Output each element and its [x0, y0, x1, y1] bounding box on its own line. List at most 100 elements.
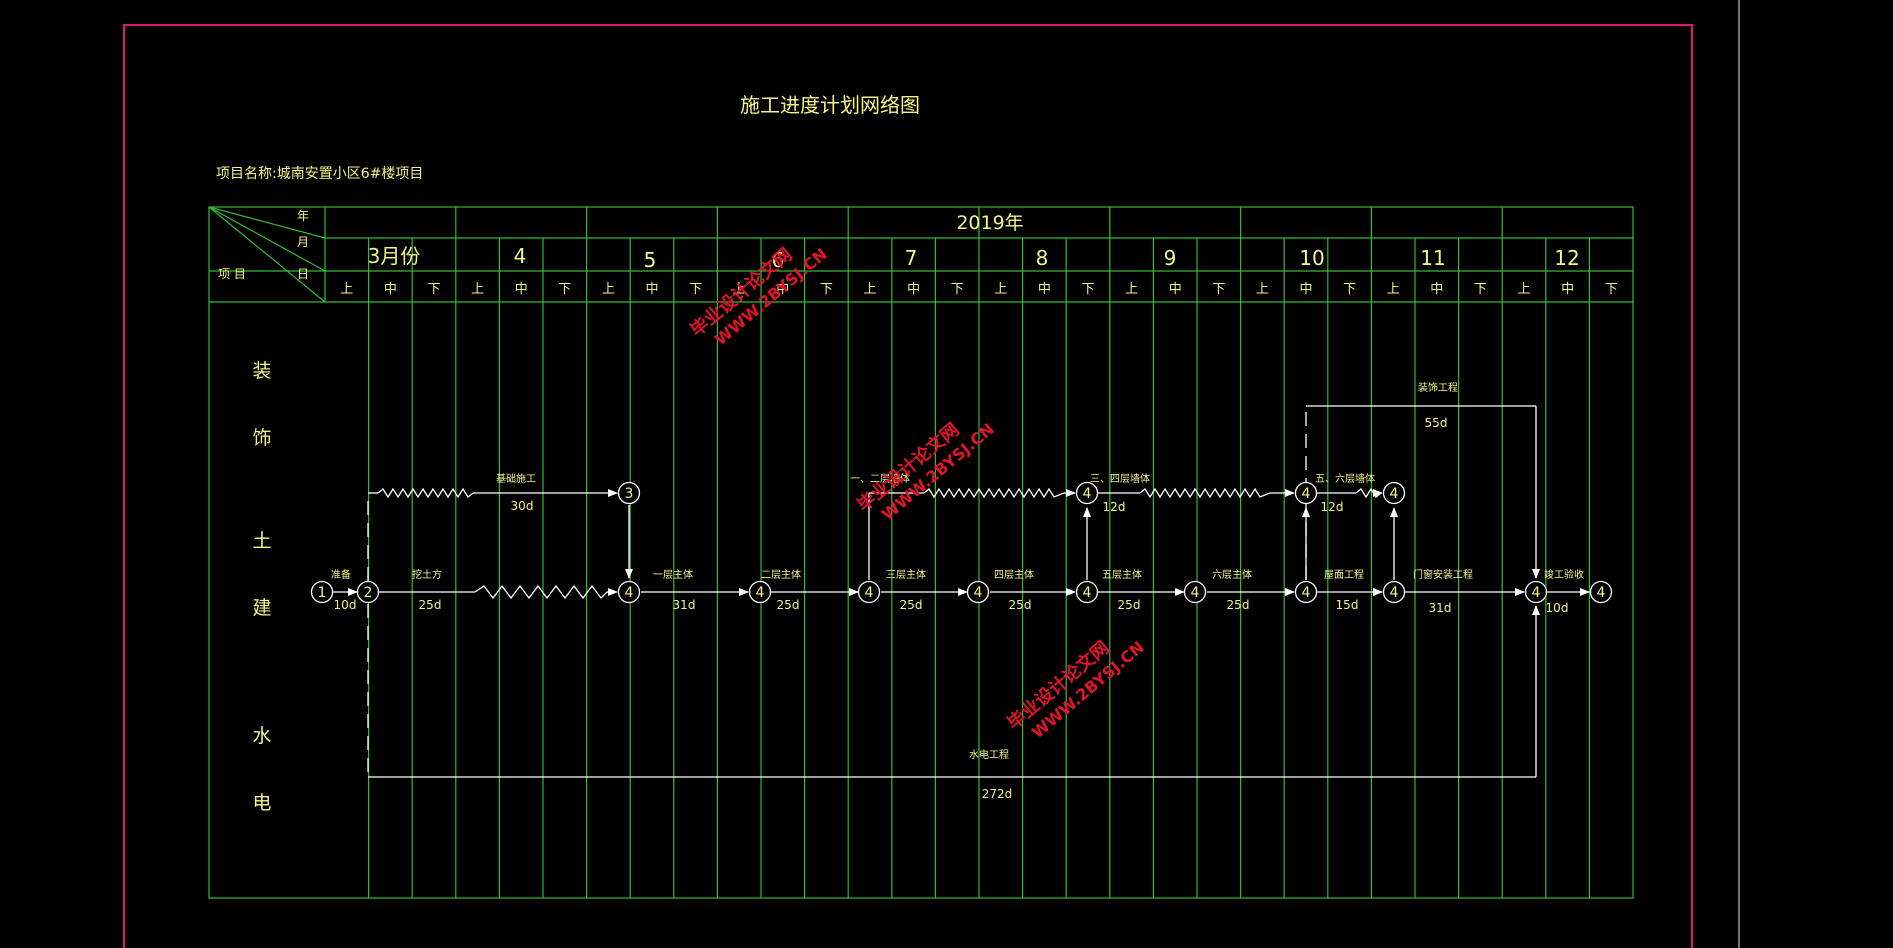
activity-name: 一层主体: [653, 569, 693, 581]
category-label: 饰: [252, 427, 271, 449]
network-node: 4: [1294, 481, 1318, 505]
float-zigzag-walls56: [1355, 487, 1382, 499]
node-number: 4: [865, 585, 874, 601]
month-label: 12: [1554, 246, 1579, 270]
period-label: 下: [1605, 282, 1618, 297]
activity-duration: 25d: [900, 598, 923, 612]
network-node: 4: [1589, 580, 1613, 604]
network-node: 4: [966, 580, 990, 604]
activity-name: 五层主体: [1102, 569, 1142, 581]
period-label: 中: [1430, 282, 1443, 297]
node-number: 4: [1390, 486, 1399, 502]
period-label: 中: [1038, 282, 1051, 297]
watermark: 毕业设计论文网 WWW.2BYSJ.CN: [686, 243, 831, 349]
period-label: 上: [1517, 282, 1530, 297]
month-label: 4: [514, 244, 527, 268]
period-label: 上: [863, 282, 876, 297]
year-label: 2019年: [956, 212, 1023, 234]
float-zigzag-foundation: [377, 487, 474, 499]
activity-duration: 12d: [1103, 500, 1126, 514]
network-arrows: [330, 405, 1590, 778]
activity-name: 二层主体: [761, 569, 801, 581]
activity-name: 一、二层墙体: [850, 472, 910, 485]
period-label: 上: [1125, 282, 1138, 297]
activity-duration: 55d: [1425, 416, 1448, 430]
activity-name: 挖土方: [412, 568, 442, 581]
float-zigzag-walls34: [1139, 487, 1271, 499]
network-node: 4: [857, 580, 881, 604]
period-label: 中: [515, 282, 528, 297]
category-label: 建: [252, 597, 271, 619]
period-label: 下: [558, 282, 571, 297]
month-label: 7: [905, 246, 918, 270]
node-number: 4: [1083, 585, 1092, 601]
activity-name: 基础施工: [496, 472, 536, 485]
network-node: 4: [1183, 580, 1207, 604]
activity-labels: 准备 10d 挖土方 25d 基础施工 30d 一层主体 31d 二层主体 25…: [331, 381, 1584, 801]
activity-name: 装饰工程: [1418, 381, 1458, 394]
month-label: 3月份: [368, 244, 421, 268]
header-item-label: 项 目: [218, 267, 246, 281]
activity-duration: 25d: [1118, 598, 1141, 612]
node-number: 4: [625, 585, 634, 601]
network-node: 4: [1075, 481, 1099, 505]
period-labels: 上中下上中下上中下上中下上中下上中下上中下上中下上中下上中下: [340, 282, 1617, 297]
network-node: 4: [1382, 580, 1406, 604]
activity-name: 准备: [331, 568, 351, 581]
network-node: 4: [617, 580, 641, 604]
activity-duration: 25d: [419, 598, 442, 612]
month-label: 5: [644, 248, 657, 272]
drawing-frame: [123, 24, 1693, 948]
node-number: 4: [756, 585, 765, 601]
period-label: 上: [340, 282, 353, 297]
header-diagonal-3: [208, 206, 326, 303]
activity-duration: 30d: [511, 499, 534, 513]
watermark: 毕业设计论文网 WWW.2BYSJ.CN: [853, 418, 998, 524]
period-label: 上: [471, 282, 484, 297]
month-label: 8: [1036, 246, 1049, 270]
header-day-label: 日: [297, 267, 309, 281]
period-label: 中: [1299, 282, 1312, 297]
activity-duration: 25d: [1227, 598, 1250, 612]
period-label: 中: [907, 282, 920, 297]
period-label: 中: [776, 282, 789, 297]
category-labels: 装 饰 土 建 水 电: [252, 360, 271, 814]
schedule-table: [208, 206, 1634, 899]
network-node: 3: [617, 481, 641, 505]
network-node: 4: [1294, 580, 1318, 604]
node-number: 4: [1083, 486, 1092, 502]
period-label: 上: [1256, 282, 1269, 297]
period-label: 上: [733, 282, 746, 297]
period-label: 下: [1343, 282, 1356, 297]
period-label: 中: [1561, 282, 1574, 297]
period-label: 上: [602, 282, 615, 297]
header-diagonal-2: [208, 206, 326, 272]
activity-name: 六层主体: [1212, 569, 1252, 581]
activity-name: 五、六层墙体: [1315, 472, 1375, 485]
month-label: 9: [1164, 246, 1177, 270]
network-node: 4: [1382, 481, 1406, 505]
period-label: 下: [427, 282, 440, 297]
activity-duration: 10d: [1546, 601, 1569, 615]
category-label: 电: [252, 792, 271, 814]
period-label: 中: [1169, 282, 1182, 297]
node-number: 2: [364, 585, 373, 601]
activity-duration: 12d: [1321, 500, 1344, 514]
network-node: 1: [310, 580, 334, 604]
node-number: 4: [1390, 585, 1399, 601]
month-label: 11: [1420, 246, 1445, 270]
activity-name: 门窗安装工程: [1413, 568, 1473, 581]
node-number: 4: [1597, 585, 1606, 601]
activity-name: 三层主体: [886, 569, 926, 581]
drawing-title: 施工进度计划网络图: [740, 93, 920, 117]
node-number: 4: [1302, 585, 1311, 601]
activity-duration: 10d: [334, 598, 357, 612]
watermark: 毕业设计论文网 WWW.2BYSJ.CN: [1003, 636, 1148, 742]
period-label: 上: [1387, 282, 1400, 297]
period-label: 下: [1081, 282, 1094, 297]
period-column-lines: [368, 207, 1591, 898]
period-label: 下: [820, 282, 833, 297]
period-label: 下: [951, 282, 964, 297]
header-year-label: 年: [297, 209, 309, 223]
